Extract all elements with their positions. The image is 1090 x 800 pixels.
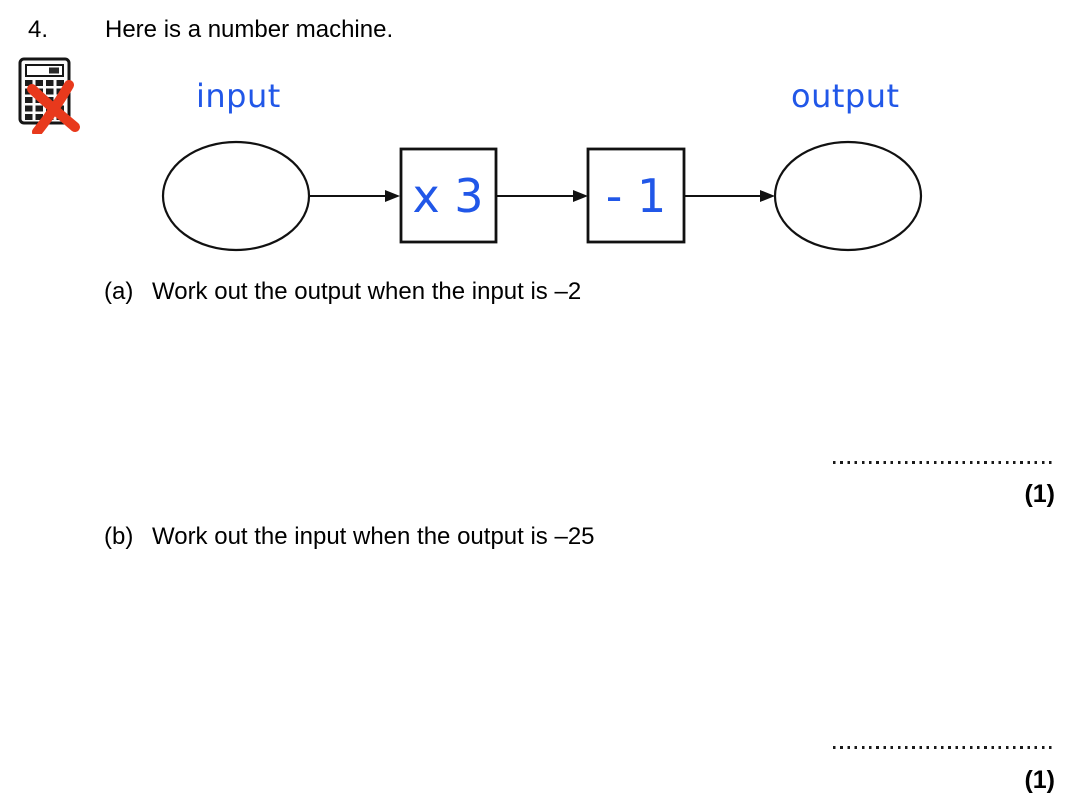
marks-b: (1)	[1024, 766, 1055, 794]
question-intro: Here is a number machine.	[105, 16, 394, 43]
marks-a: (1)	[1024, 480, 1055, 508]
output-ellipse	[773, 140, 923, 252]
part-a: (a) Work out the output when the input i…	[104, 277, 581, 306]
question-number: 4.	[28, 16, 49, 43]
answer-dotted-line-b	[833, 746, 1055, 749]
flow-arrow	[310, 190, 400, 202]
input-ellipse	[161, 140, 311, 252]
part-a-text: Work out the output when the input is –2	[152, 278, 582, 305]
part-a-label: (a)	[104, 278, 134, 305]
part-b-label: (b)	[104, 523, 134, 550]
input-label: input	[196, 77, 281, 115]
operation-box-multiply	[399, 147, 498, 244]
number-machine-diagram: x 3 - 1	[161, 140, 923, 252]
no-calculator-icon	[18, 57, 80, 134]
flow-arrow	[496, 190, 588, 202]
flow-arrow	[684, 190, 775, 202]
operation-multiply-label: x 3	[412, 169, 483, 223]
part-b-text: Work out the input when the output is –2…	[152, 523, 595, 550]
answer-dotted-line-a	[833, 461, 1055, 464]
output-label: output	[791, 77, 900, 115]
operation-subtract-label: - 1	[606, 169, 667, 223]
part-b: (b) Work out the input when the output i…	[104, 522, 595, 551]
red-cross-icon	[27, 80, 80, 134]
